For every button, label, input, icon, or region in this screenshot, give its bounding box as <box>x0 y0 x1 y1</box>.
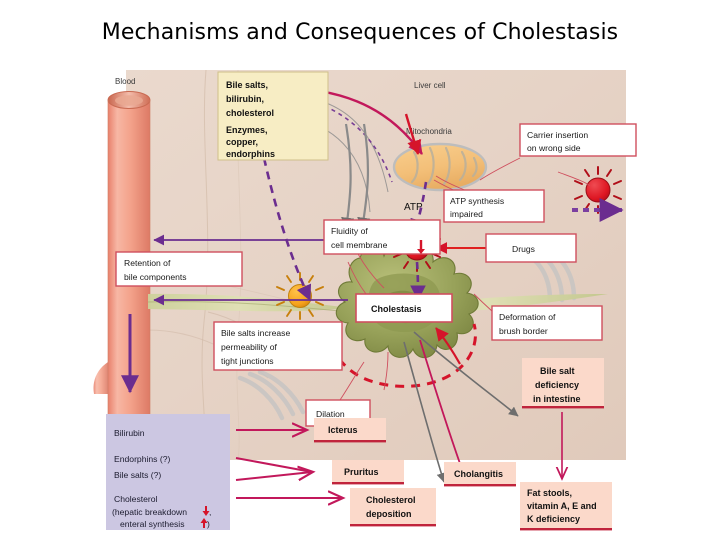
box-cholesterol-deposition: Cholesterol deposition <box>350 488 436 527</box>
box-retention-bile-components: Retention of bile components <box>115 251 243 287</box>
box-fluidity-line-1: cell membrane <box>331 240 388 250</box>
box-pruritus: Pruritus <box>332 460 404 485</box>
box-carrier-insertion: Carrier insertion on wrong side <box>519 123 637 157</box>
box-fluidity-cell-membrane: Fluidity of cell membrane <box>323 219 441 255</box>
yellow-box-line-0: Bile salts, <box>226 80 268 90</box>
box-icterus-line-0: Icterus <box>328 425 358 435</box>
carrier-red-right <box>574 166 622 214</box>
box-dilation-line-0: Dilation <box>316 409 345 419</box>
box-deformation-line-0: Deformation of <box>499 312 556 322</box>
box-fat-stools-line-0: Fat stools, <box>527 488 572 498</box>
box-fat-stools-line-2: K deficiency <box>527 514 580 524</box>
box-cholestasis: Cholestasis <box>355 293 453 323</box>
box-carrier-insertion-line-0: Carrier insertion <box>527 130 588 140</box>
box-atp-synthesis-impaired: ATP synthesis impaired <box>443 189 545 223</box>
svg-text:): ) <box>207 519 210 529</box>
svg-text:,: , <box>209 507 211 517</box>
box-drugs-line-0: Drugs <box>512 244 535 254</box>
outcome-arrows <box>235 430 342 498</box>
yellow-box-line-4: copper, <box>226 137 258 147</box>
box-deformation-line-1: brush border <box>499 326 548 336</box>
box-permeability-line-2: tight junctions <box>221 356 274 366</box>
box-icterus: Icterus <box>314 418 386 443</box>
box-retention-line-1: bile components <box>124 272 187 282</box>
box-permeability-line-1: permeability of <box>221 342 277 352</box>
box-fluidity-line-0: Fluidity of <box>331 226 368 236</box>
purple-item-3: Cholesterol <box>114 494 158 504</box>
box-cholestasis-line-0: Cholestasis <box>371 304 422 314</box>
box-cholesterol-dep-line-1: deposition <box>366 509 412 519</box>
box-cholangitis: Cholangitis <box>444 462 516 487</box>
label-atp: ATP <box>404 202 423 213</box>
purple-item-1: Endorphins (?) <box>114 454 171 464</box>
label-liver-cell: Liver cell <box>414 81 446 90</box>
box-deficiency-line-1: deficiency <box>535 380 579 390</box>
box-carrier-insertion-line-1: on wrong side <box>527 143 581 153</box>
cholestasis-diagram: Blood Liver cell Mitochondria <box>88 62 648 532</box>
purple-item-0: Bilirubin <box>114 428 145 438</box>
box-cholesterol-dep-line-0: Cholesterol <box>366 495 416 505</box>
yellow-box-line-5: endorphins <box>226 149 275 159</box>
box-bile-salts-permeability: Bile salts increase permeability of tigh… <box>213 321 343 371</box>
box-bile-salt-deficiency: Bile salt deficiency in intestine <box>522 358 604 409</box>
box-fat-stools: Fat stools, vitamin A, E and K deficienc… <box>520 482 612 531</box>
box-pruritus-line-0: Pruritus <box>344 467 379 477</box>
page-title: Mechanisms and Consequences of Cholestas… <box>101 20 619 45</box>
purple-item-4: (hepatic breakdown <box>112 507 187 517</box>
mitochondria-organelle <box>392 142 488 192</box>
yellow-info-box: Bile salts, bilirubin, cholesterol Enzym… <box>217 71 329 161</box>
blood-vessel <box>93 91 151 460</box>
box-retention-line-0: Retention of <box>124 258 171 268</box>
purple-item-2: Bile salts (?) <box>114 470 161 480</box>
yellow-box-line-1: bilirubin, <box>226 94 264 104</box>
box-drugs: Drugs <box>485 233 577 263</box>
purple-item-5: enteral synthesis <box>120 519 185 529</box>
label-mitochondria: Mitochondria <box>406 127 452 136</box>
box-permeability-line-0: Bile salts increase <box>221 328 290 338</box>
box-deficiency-line-0: Bile salt <box>540 366 575 376</box>
box-deformation-brush-border: Deformation of brush border <box>491 305 603 341</box>
yellow-box-line-2: cholesterol <box>226 108 274 118</box>
box-cholangitis-line-0: Cholangitis <box>454 469 503 479</box>
box-fat-stools-line-1: vitamin A, E and <box>527 501 597 511</box>
purple-summary-box: Bilirubin Endorphins (?) Bile salts (?) … <box>106 414 230 530</box>
yellow-box-line-3: Enzymes, <box>226 125 268 135</box>
box-deficiency-line-2: in intestine <box>533 394 581 404</box>
label-blood: Blood <box>115 77 135 86</box>
box-atp-line-1: impaired <box>450 209 483 219</box>
er-stacks-lower <box>237 369 306 421</box>
box-atp-line-0: ATP synthesis <box>450 196 504 206</box>
